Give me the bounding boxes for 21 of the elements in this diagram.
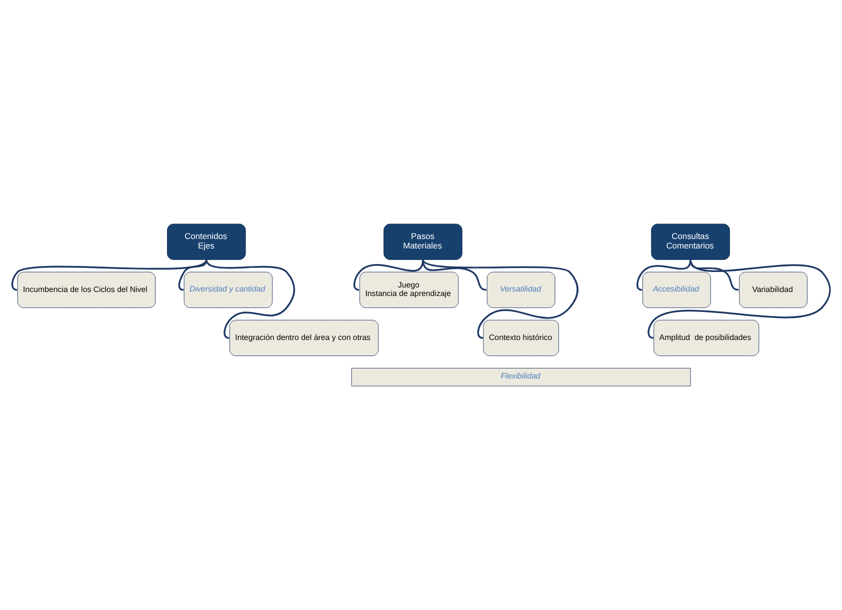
node-box: Diversidad y cantidad [184,272,273,308]
node-box: Accesibilidad [642,272,711,308]
connector [206,259,296,339]
node-box: Pasos Materiales [384,224,462,260]
connector [636,260,692,291]
connector [11,259,208,291]
connector [353,260,424,291]
node-box: Versatilidad [486,272,556,308]
node-box: Integración dentro del área y con otras [229,320,379,356]
connector [178,260,208,291]
connector [422,260,486,291]
connector [422,259,578,339]
node-box: Consultas Comentarios [651,224,730,260]
node-box: Contexto histórico [483,320,559,356]
connector [648,259,831,339]
node-box: Contenidos Ejes [167,224,246,260]
node-box: Variabilidad [739,272,808,308]
node-box: Incumbencia de los Ciclos del Nivel [17,272,156,308]
node-box: Flexibilidad [351,368,691,386]
node-box: Amplitud de posibilidades [654,320,760,356]
node-box: Juego Instancia de aprendizaje [360,272,459,308]
